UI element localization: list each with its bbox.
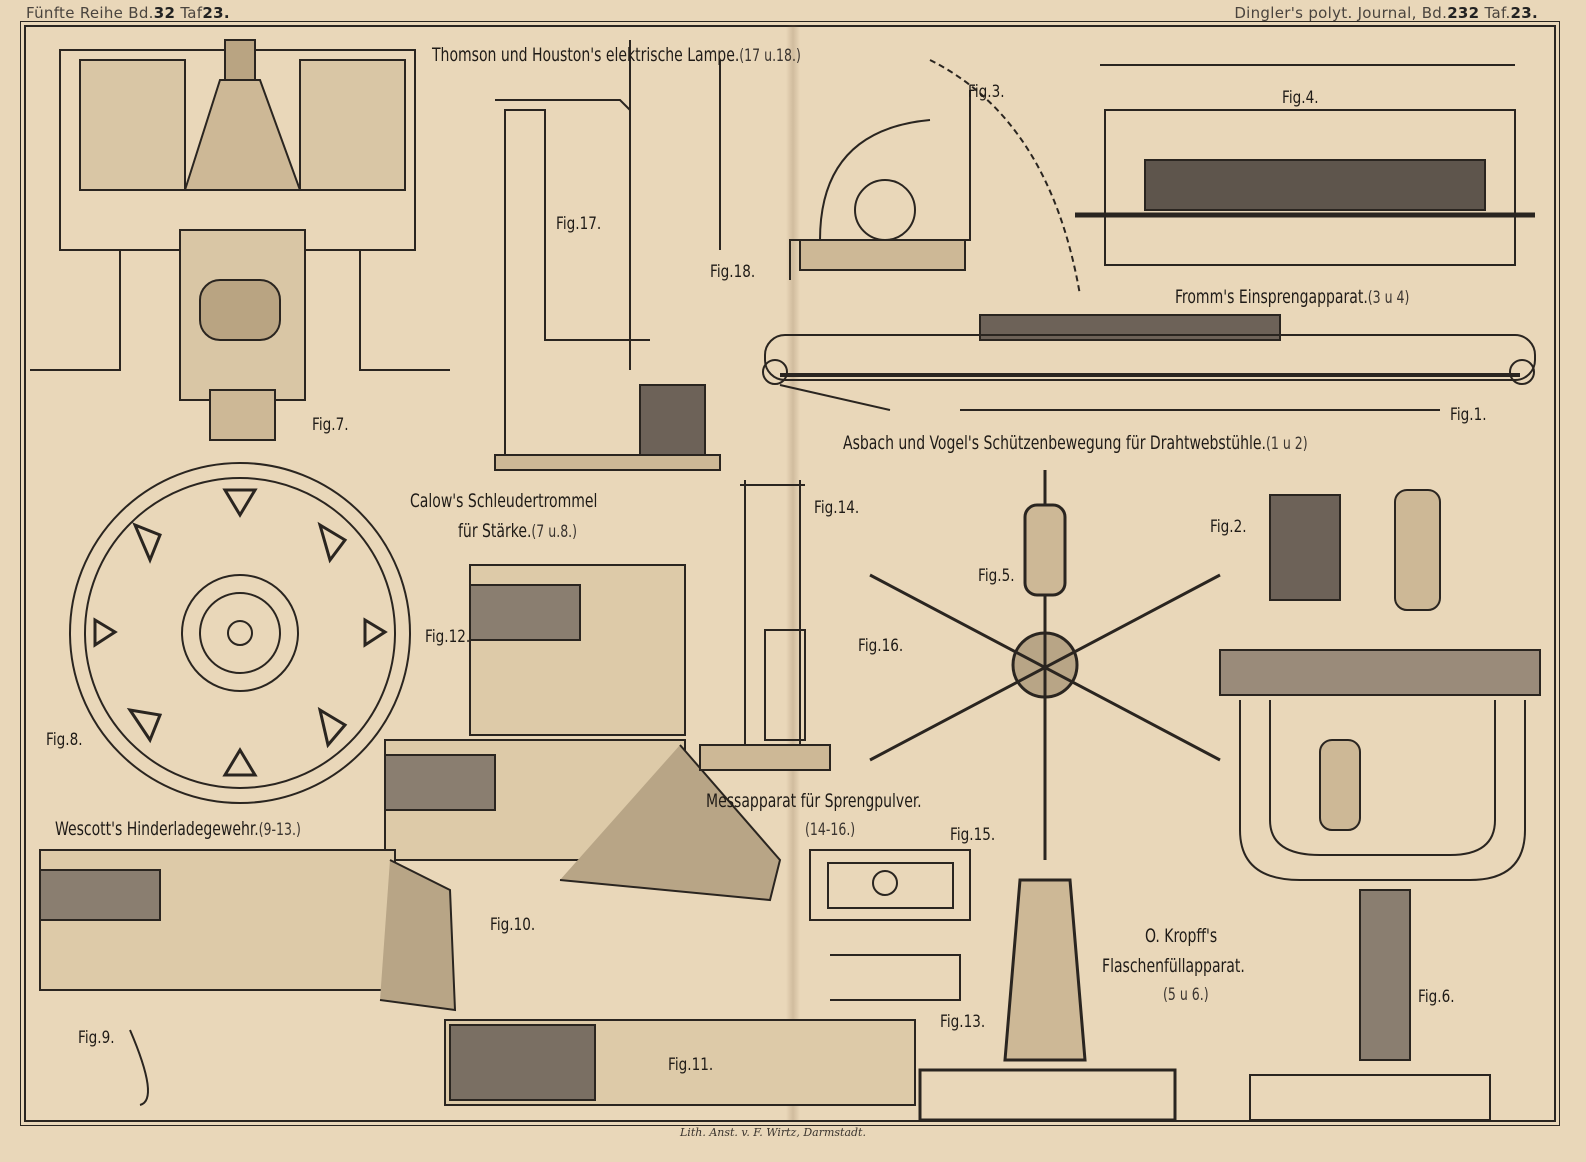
- header-right: Dingler's polyt. Journal, Bd.232 Taf.23.: [1234, 4, 1538, 22]
- title-mess: Messapparat für Sprengpulver.: [706, 790, 922, 812]
- fig9-label: Fig.9.: [78, 1028, 115, 1048]
- title-calow-2: für Stärke.(7 u.8.): [458, 520, 577, 542]
- fig3-label: Fig.3.: [968, 82, 1005, 102]
- fig3-drawing: [789, 59, 1081, 296]
- title-fromm-text: Fromm's Einsprengapparat.: [1175, 286, 1368, 308]
- header-plate-label: Taf: [180, 4, 203, 22]
- title-kropff-2: Flaschenfüllapparat.: [1102, 955, 1245, 977]
- page-fold: [786, 25, 800, 1120]
- fig6-drawing: [1219, 489, 1541, 1121]
- fig15-label: Fig.15.: [950, 825, 996, 845]
- fig7-drawing: [30, 39, 450, 441]
- title-asbach-ref: (1 u 2): [1265, 434, 1308, 454]
- title-fromm-ref: (3 u 4): [1367, 288, 1410, 308]
- fig18-label: Fig.18.: [710, 262, 756, 282]
- journal-plate: 23.: [1510, 4, 1538, 22]
- header-volume: 32: [153, 4, 176, 22]
- fig7-label: Fig.7.: [312, 415, 349, 435]
- fig16-label: Fig.16.: [858, 636, 904, 656]
- fig4-label: Fig.4.: [1282, 88, 1319, 108]
- title-thomson-text: Thomson und Houston's elektrische Lampe.: [432, 44, 740, 66]
- title-asbach-text: Asbach und Vogel's Schützenbewegung für …: [843, 432, 1266, 454]
- fig13-label: Fig.13.: [940, 1012, 986, 1032]
- journal-plate-label: Taf.: [1484, 4, 1511, 22]
- fig6-label: Fig.6.: [1418, 987, 1455, 1007]
- title-wescott-text: Wescott's Hinderladegewehr.: [55, 818, 259, 840]
- title-mess-ref: (14-16.): [805, 820, 856, 840]
- fig4-drawing: [1075, 64, 1535, 266]
- fig5-drawing: [869, 470, 1221, 1122]
- fig5-label: Fig.5.: [978, 566, 1015, 586]
- title-wescott-ref: (9-13.): [258, 820, 301, 840]
- fig2-drawing: [1269, 494, 1341, 601]
- fig12-label: Fig.12.: [425, 627, 471, 647]
- header-plate: 23.: [202, 4, 230, 22]
- fig2-label: Fig.2.: [1210, 517, 1247, 537]
- fig14-label: Fig.14.: [814, 498, 860, 518]
- title-wescott: Wescott's Hinderladegewehr.(9-13.): [55, 818, 301, 840]
- fig8-label: Fig.8.: [46, 730, 83, 750]
- fig10-label: Fig.10.: [490, 915, 536, 935]
- measuring-drawings: [699, 480, 971, 1001]
- journal-name: Dingler's polyt. Journal, Bd.: [1234, 4, 1448, 22]
- title-asbach: Asbach und Vogel's Schützenbewegung für …: [843, 432, 1308, 454]
- plate-frame: [24, 25, 1556, 1122]
- title-kropff-ref: (5 u 6.): [1163, 985, 1209, 1005]
- title-calow-1: Calow's Schleudertrommel: [410, 490, 598, 512]
- fig17-label: Fig.17.: [556, 214, 602, 234]
- fig8-drawing: [69, 462, 411, 804]
- title-thomson-ref: (17 u.18.): [739, 46, 801, 66]
- header-series: Fünfte Reihe Bd.: [26, 4, 154, 22]
- title-kropff-1: O. Kropff's: [1145, 925, 1218, 947]
- title-calow-text: für Stärke.: [458, 520, 532, 542]
- title-thomson: Thomson und Houston's elektrische Lampe.…: [432, 44, 801, 66]
- journal-volume: 232: [1447, 4, 1480, 22]
- gun-drawings: [39, 564, 916, 1106]
- header-left: Fünfte Reihe Bd.32 Taf23.: [26, 4, 230, 22]
- fig1-drawing: [762, 314, 1536, 411]
- lithographer-credit: Lith. Anst. v. F. Wirtz, Darmstadt.: [680, 1126, 866, 1139]
- fig1-label: Fig.1.: [1450, 405, 1487, 425]
- title-calow-ref: (7 u.8.): [531, 522, 578, 542]
- title-fromm: Fromm's Einsprengapparat.(3 u 4): [1175, 286, 1409, 308]
- fig17-drawing: [494, 40, 721, 471]
- fig11-label: Fig.11.: [668, 1055, 714, 1075]
